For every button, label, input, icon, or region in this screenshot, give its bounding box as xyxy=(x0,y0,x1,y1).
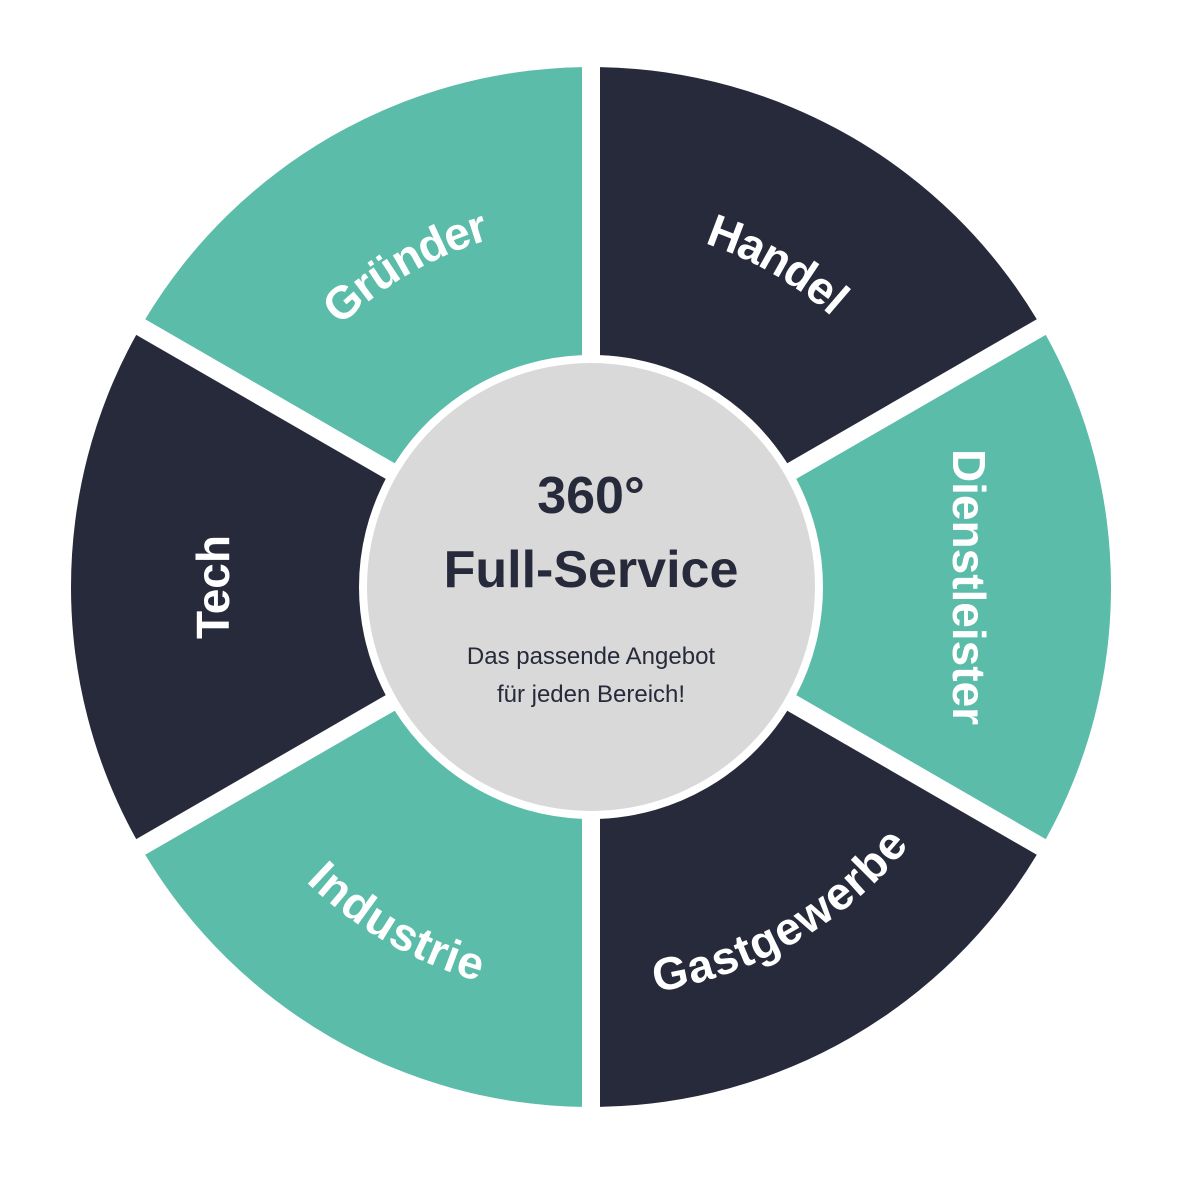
center-circle xyxy=(367,363,815,811)
segment-label-tech: Tech xyxy=(187,535,239,639)
wheel-segments xyxy=(70,67,1112,1107)
center-title-line1: 360° xyxy=(537,467,645,525)
segment-tech xyxy=(70,334,386,840)
segment-handel xyxy=(600,67,1037,464)
center-subtitle-line2: für jeden Bereich! xyxy=(497,681,685,708)
segment-label-dienstleister: Dienstleister xyxy=(943,449,995,725)
segment-gastgewerbe xyxy=(600,710,1037,1107)
segment-dienstleister xyxy=(796,334,1112,840)
segment-gr-nder xyxy=(145,67,583,464)
center-subtitle-line1: Das passende Angebot xyxy=(467,643,716,670)
segment-industrie xyxy=(145,710,583,1107)
center-title-line2: Full-Service xyxy=(444,541,739,599)
